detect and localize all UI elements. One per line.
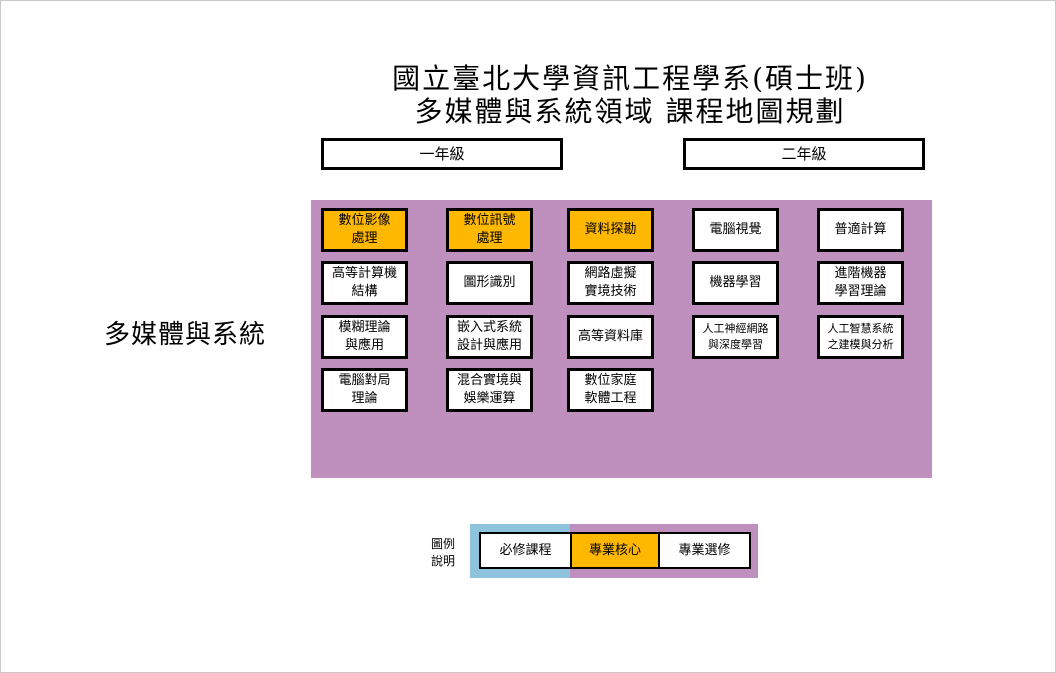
course-box: 人工神經網路 與深度學習 (692, 315, 779, 359)
legend-elective: 專業選修 (658, 532, 751, 569)
course-box: 進階機器 學習理論 (817, 261, 904, 305)
legend-required: 必修課程 (479, 532, 572, 569)
page-subtitle: 多媒體與系統領域 課程地圖規劃 (414, 95, 846, 128)
course-label: 高等資料庫 (577, 329, 643, 344)
course-box: 機器學習 (692, 261, 779, 305)
course-box: 電腦對局 理論 (321, 368, 408, 412)
legend-label: 圖例 說明 (423, 536, 463, 570)
course-label: 數位訊號 處理 (463, 213, 516, 246)
page-title: 國立臺北大學資訊工程學系(碩士班) (392, 62, 868, 95)
course-label: 機器學習 (709, 275, 762, 290)
course-box: 混合實境與 娛樂運算 (446, 368, 533, 412)
year-two-header: 二年級 (683, 138, 925, 170)
course-label: 模糊理論 與應用 (338, 320, 391, 353)
course-label: 電腦視覺 (709, 222, 762, 237)
course-label: 人工智慧系統 之建模與分析 (827, 322, 894, 351)
course-label: 人工神經網路 與深度學習 (702, 322, 769, 351)
course-label: 資料探勘 (584, 222, 637, 237)
course-box: 資料探勘 (567, 208, 654, 252)
course-box: 數位訊號 處理 (446, 208, 533, 252)
domain-label: 多媒體與系統 (104, 320, 267, 350)
course-box: 圖形識別 (446, 261, 533, 305)
course-label: 進階機器 學習理論 (834, 266, 887, 299)
legend-label-text: 圖例 說明 (430, 537, 455, 568)
course-label: 嵌入式系統 設計與應用 (456, 320, 522, 353)
course-box: 人工智慧系統 之建模與分析 (817, 315, 904, 359)
course-box: 網路虛擬 實境技術 (567, 261, 654, 305)
course-box: 數位影像 處理 (321, 208, 408, 252)
course-label: 圖形識別 (463, 275, 516, 290)
course-box: 普適計算 (817, 208, 904, 252)
course-label: 數位影像 處理 (338, 213, 391, 246)
course-label: 數位家庭 軟體工程 (584, 373, 637, 406)
course-box: 模糊理論 與應用 (321, 315, 408, 359)
course-box: 嵌入式系統 設計與應用 (446, 315, 533, 359)
course-box: 電腦視覺 (692, 208, 779, 252)
year-one-header: 一年級 (321, 138, 563, 170)
course-box: 高等資料庫 (567, 315, 654, 359)
legend-core: 專業核心 (570, 532, 660, 569)
course-label: 混合實境與 娛樂運算 (456, 373, 522, 406)
course-label: 普適計算 (834, 222, 887, 237)
course-label: 高等計算機 結構 (331, 266, 397, 299)
course-label: 網路虛擬 實境技術 (584, 266, 637, 299)
course-box: 高等計算機 結構 (321, 261, 408, 305)
course-label: 電腦對局 理論 (338, 373, 391, 406)
course-box: 數位家庭 軟體工程 (567, 368, 654, 412)
